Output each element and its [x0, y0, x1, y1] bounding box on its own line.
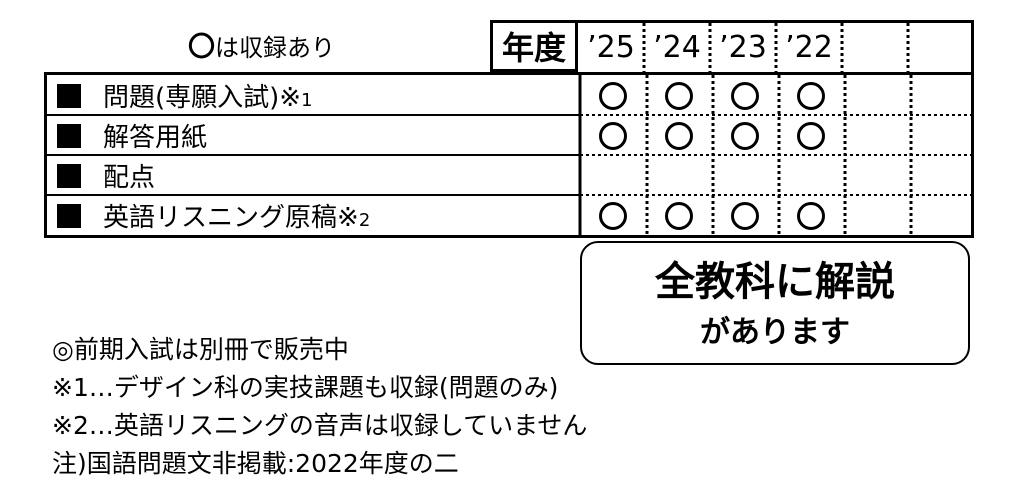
- recorded-circle-icon: [778, 115, 844, 156]
- row-label-text: 配点: [103, 163, 156, 193]
- circle-mark: [797, 81, 825, 110]
- year-cell-4: ’22: [785, 30, 833, 65]
- recorded-circle-icon: [778, 75, 844, 116]
- year-cell-3: ’23: [719, 30, 767, 65]
- year-cell-2: ’24: [653, 30, 701, 65]
- table-row: 問題(専願入試)※1: [47, 75, 580, 116]
- bullet-square-icon: [57, 163, 81, 188]
- note-number: 1: [301, 90, 313, 111]
- row-label: 問題(専願入試)※1: [103, 77, 313, 114]
- recorded-circle-icon: [580, 75, 646, 116]
- recorded-circle-icon: [712, 115, 778, 156]
- circle-mark: [731, 81, 759, 110]
- circle-mark: [599, 81, 627, 110]
- recorded-circle-icon: [712, 195, 778, 236]
- circle-mark: [665, 201, 693, 230]
- table-row: 解答用紙: [47, 115, 580, 156]
- recorded-circle-icon: [646, 115, 712, 156]
- bullet-square-icon: [57, 203, 81, 228]
- year-cell-1: ’25: [587, 30, 635, 65]
- recorded-circle-icon: [646, 75, 712, 116]
- callout-sub-text: があります: [700, 315, 850, 350]
- footnote-line: 注)国語問題文非掲載:2022年度の二: [52, 449, 459, 478]
- circle-mark: [665, 81, 693, 110]
- recorded-circle-icon: [580, 115, 646, 156]
- row-label-text: 英語リスニング原稿: [103, 203, 338, 233]
- circle-mark: [731, 121, 759, 150]
- row-label: 配点: [103, 157, 155, 194]
- footnote-line: ※1…デザイン科の実技課題も収録(問題のみ): [52, 373, 559, 402]
- row-label: 英語リスニング原稿※2: [103, 197, 370, 234]
- bullet-square-icon: [57, 83, 81, 108]
- note-mark: ※: [279, 83, 302, 113]
- note-mark: ※: [337, 203, 359, 233]
- year-header-label: 年度: [490, 20, 578, 72]
- circle-mark: [731, 201, 759, 230]
- circle-mark: [797, 121, 825, 150]
- circle-mark: [797, 201, 825, 230]
- note-number: 2: [358, 210, 371, 231]
- bullet-square-icon: [57, 123, 81, 148]
- recorded-circle-icon: [712, 75, 778, 116]
- explanation-callout: 全教科に解説 があります: [580, 241, 970, 365]
- callout-main-text: 全教科に解説: [655, 259, 895, 305]
- recorded-circle-icon: [580, 195, 646, 236]
- circle-legend-icon: 〇: [188, 32, 215, 63]
- table-grid-lines: [47, 75, 971, 235]
- row-label: 解答用紙: [103, 117, 207, 154]
- table-row: 配点: [47, 155, 580, 196]
- row-label-text: 解答用紙: [103, 123, 208, 153]
- recorded-circle-icon: [646, 195, 712, 236]
- year-header-dividers: [642, 23, 910, 72]
- circle-mark: [665, 121, 693, 150]
- footnote-line: ※2…英語リスニングの音声は収録していません: [52, 411, 588, 440]
- recorded-circle-icon: [778, 195, 844, 236]
- legend-text: は収録あり: [215, 34, 335, 62]
- year-header-row: ’25 ’24 ’23 ’22: [578, 20, 974, 72]
- year-cell-6: [908, 23, 974, 72]
- footnote-line: ◎前期入試は別冊で販売中: [52, 335, 349, 364]
- row-label-text: 問題(専願入試): [103, 83, 280, 113]
- table-row: 英語リスニング原稿※2: [47, 195, 580, 236]
- year-cell-5: [842, 23, 908, 72]
- circle-mark: [599, 121, 627, 150]
- circle-mark: [599, 201, 627, 230]
- legend-note: 〇は収録あり: [188, 28, 335, 68]
- contents-table: 問題(専願入試)※1 解答用紙 配点 英語リスニング原稿※2: [44, 72, 974, 238]
